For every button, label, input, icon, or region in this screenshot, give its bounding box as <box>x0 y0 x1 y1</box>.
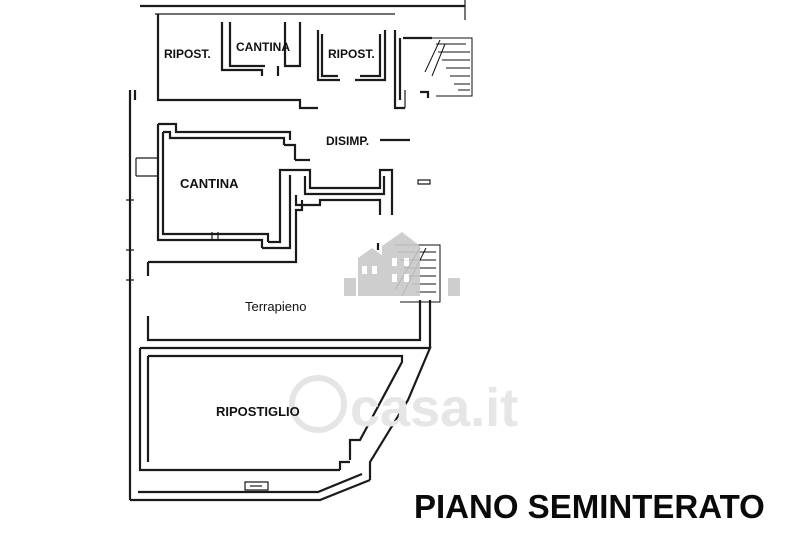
room-label-cantina-top: CANTINA <box>236 40 290 54</box>
room-label-ripost-left: RIPOST. <box>164 47 211 61</box>
room-label-terrapieno: Terrapieno <box>245 299 306 314</box>
terrapieno-walls <box>126 90 432 500</box>
room-label-ripostiglio: RIPOSTIGLIO <box>216 404 300 419</box>
room-label-cantina-main: CANTINA <box>180 176 239 191</box>
disimp-walls <box>294 138 431 258</box>
ripostiglio-walls <box>130 346 432 502</box>
room-label-ripost-right: RIPOST. <box>328 47 375 61</box>
watermark-logo <box>289 232 460 433</box>
plan-title: PIANO SEMINTERATO <box>414 488 765 525</box>
cantina-main-walls <box>133 90 300 250</box>
top-rooms-walls <box>140 0 466 110</box>
room-label-disimp: DISIMP. <box>326 134 369 148</box>
top-stair-hatch <box>420 37 473 98</box>
watermark-text: casa.it <box>350 378 518 438</box>
